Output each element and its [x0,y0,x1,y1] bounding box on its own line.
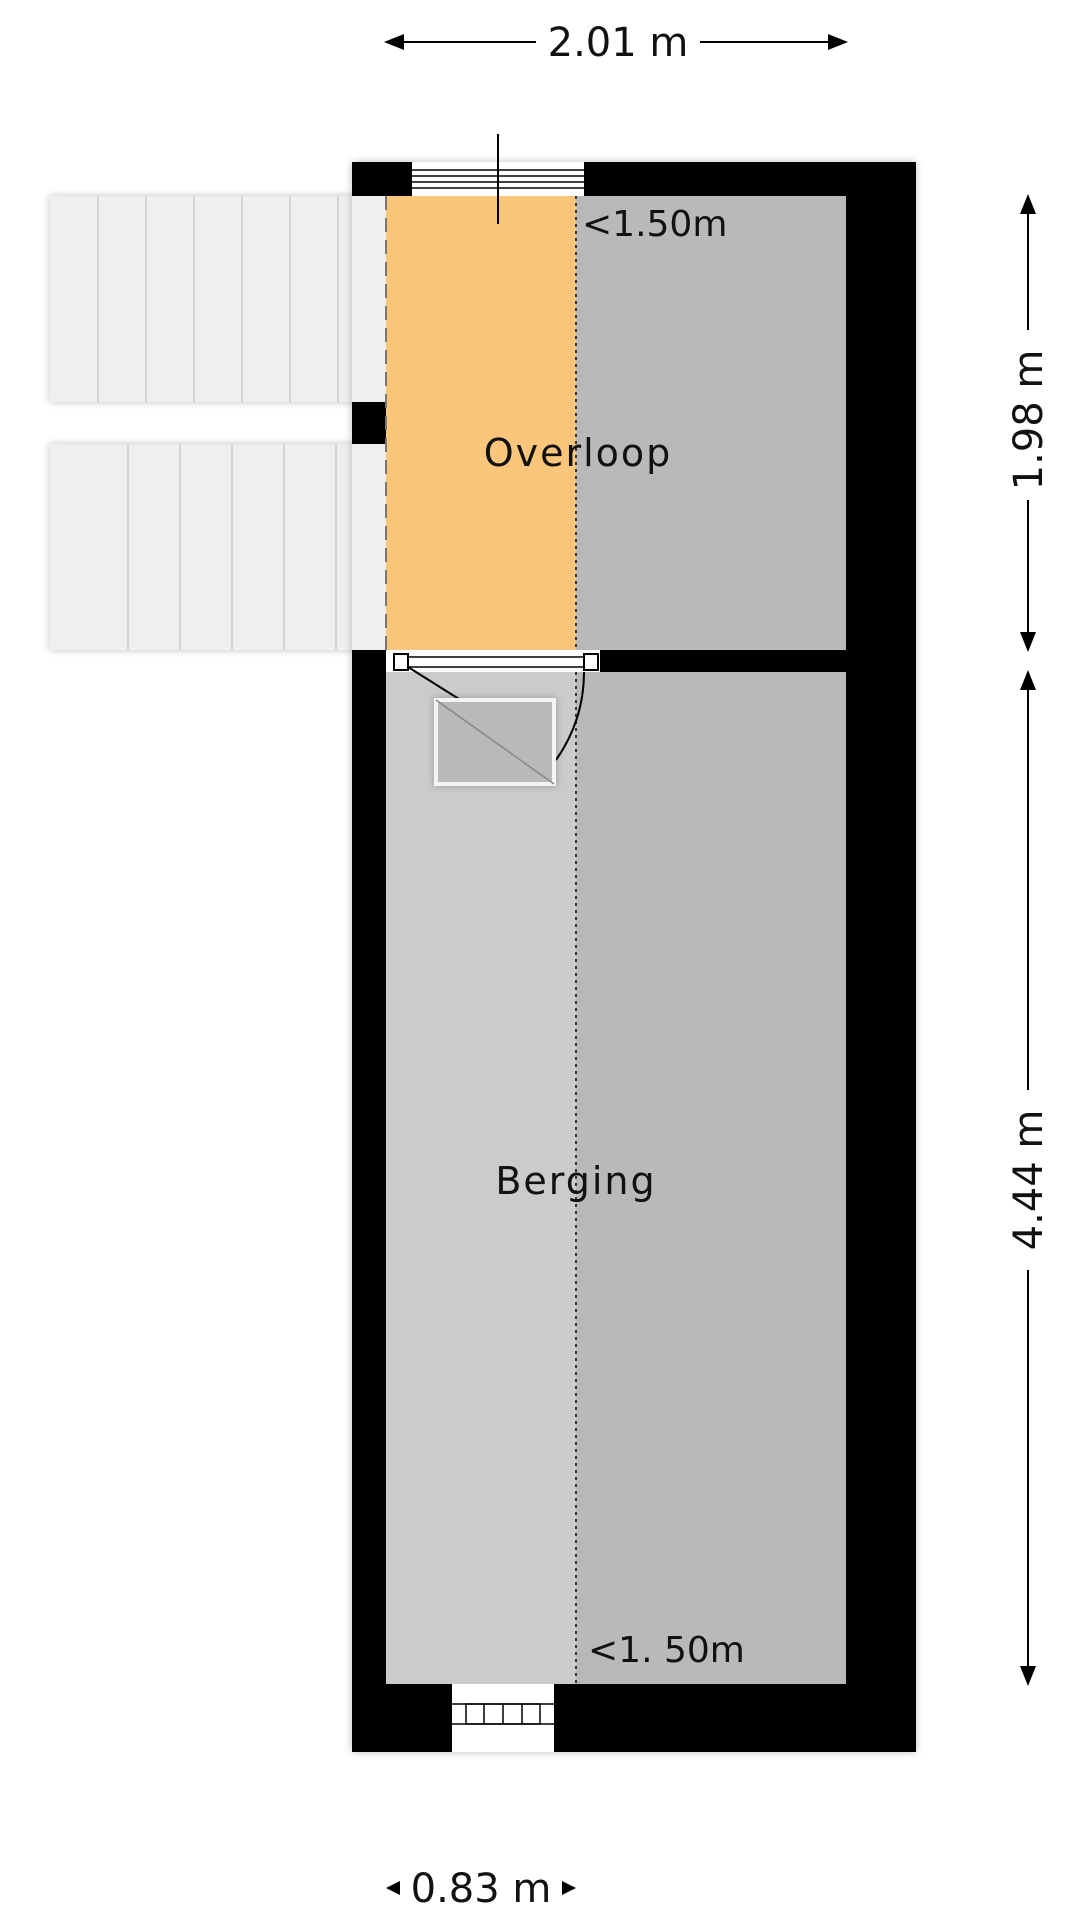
dimension-top: 2.01 m [384,20,848,66]
door-swing-arc [555,671,585,761]
dimension-top-label: 2.01 m [548,20,689,66]
landing-floor-light [386,196,576,650]
window-top [412,134,584,224]
height-note-lower: <1. 50m [588,1630,745,1671]
stair-flight-upper [50,196,386,402]
room-label-storage: Berging [495,1159,656,1203]
door [386,650,600,761]
dimension-right-lower: 4.44 m [1006,670,1052,1686]
landing-floor-dark [576,196,846,650]
staircase [50,196,386,650]
storage-floor-light [386,672,576,1684]
stair-flight-lower [50,444,386,650]
dimension-bottom-arrow-right [562,1881,576,1895]
room-label-landing: Overloop [484,431,673,475]
landing-stair-opening [352,196,386,402]
dimension-bottom-label: 0.83 m [411,1866,552,1912]
dimension-right-upper: 1.98 m [1006,194,1052,652]
window-bottom [452,1684,554,1752]
floors [352,196,846,1684]
dimension-right-upper-label: 1.98 m [1006,350,1052,491]
height-note-upper: <1.50m [582,204,727,245]
storage-floor-dark [576,672,846,1684]
dimension-bottom-arrow-left [386,1881,400,1895]
dimension-bottom: 0.83 m [386,1866,576,1912]
dimension-right-lower-label: 4.44 m [1006,1110,1052,1251]
